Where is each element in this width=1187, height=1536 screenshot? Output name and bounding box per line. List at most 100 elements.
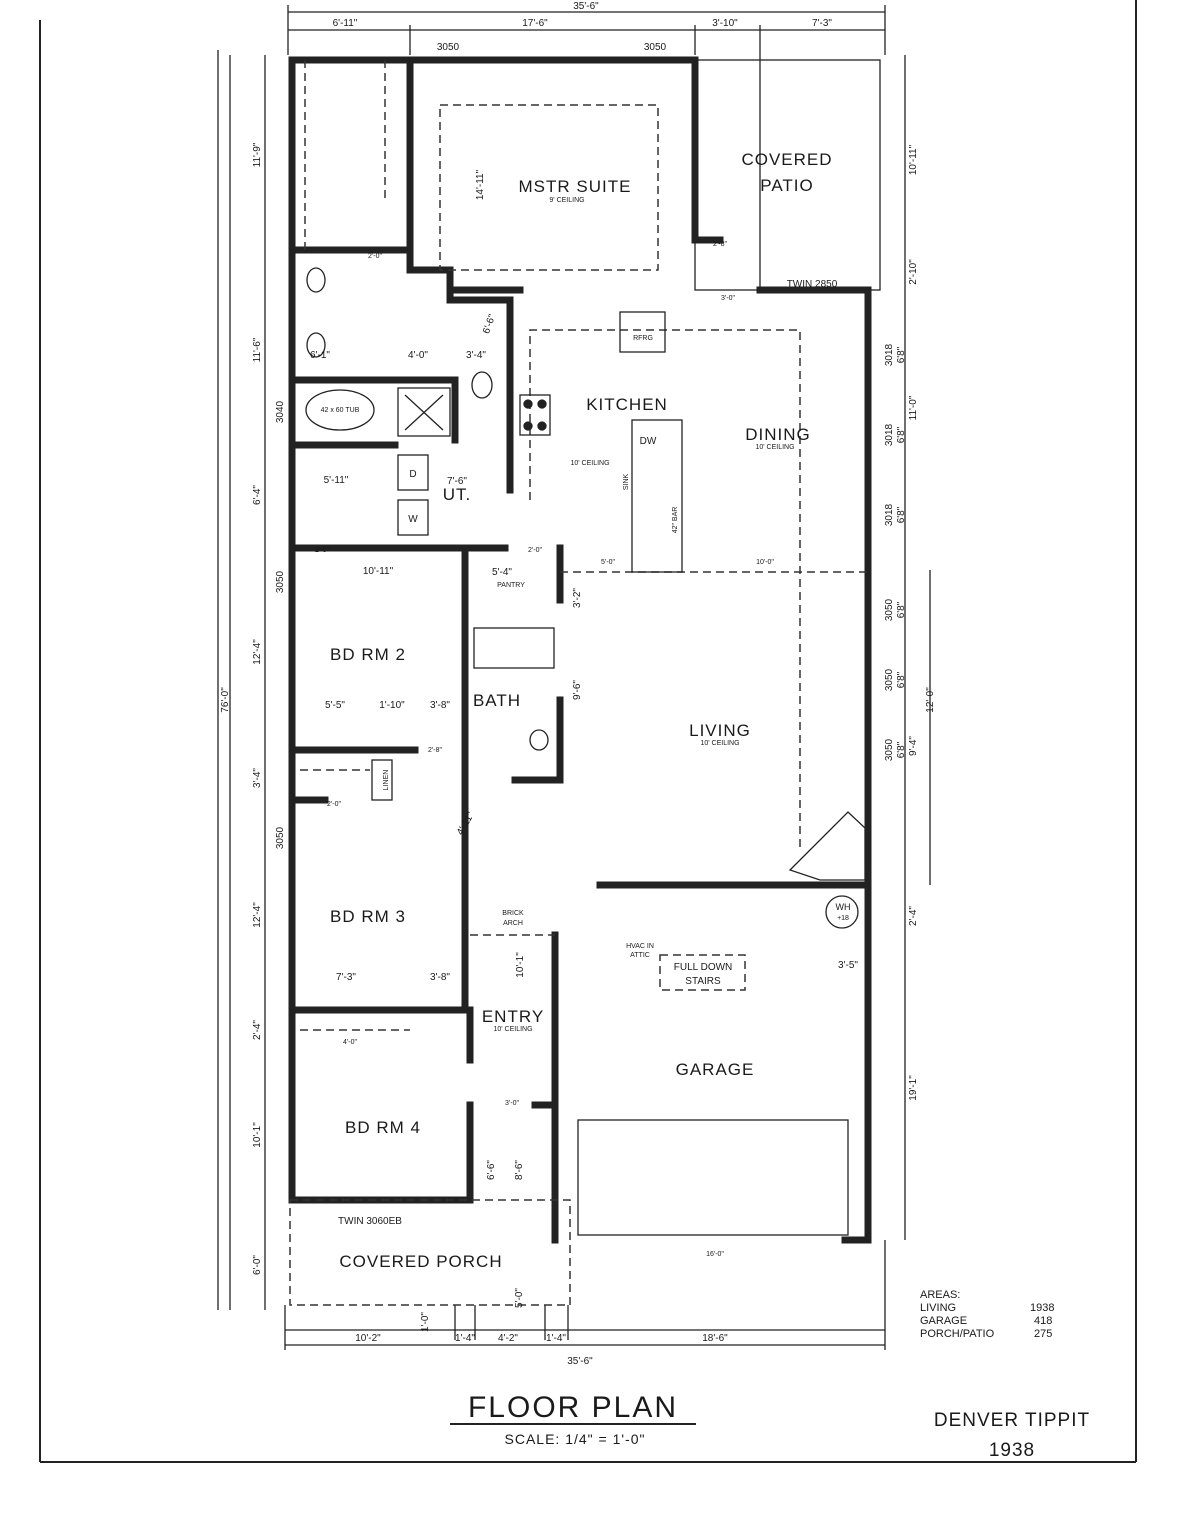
- stairs-label: FULL DOWN: [674, 962, 733, 973]
- window-label: 3050: [644, 42, 667, 53]
- window-label: 3050: [884, 668, 895, 691]
- dimension-label: 5'-11": [324, 475, 349, 486]
- dimension-label: 17'-6": [522, 18, 548, 29]
- area-value: 275: [1034, 1328, 1052, 1340]
- dryer-label: D: [409, 469, 416, 480]
- sheet-border: [39, 0, 1137, 1463]
- door-size: 2'-0": [315, 547, 329, 554]
- dimension-label: 6'-0": [252, 1255, 263, 1275]
- dimension-label: 10'-1": [252, 1122, 263, 1148]
- dimension-label: 2'-10": [908, 259, 919, 285]
- room-bath: BATH: [473, 691, 521, 710]
- window-label: 6'8": [896, 671, 907, 688]
- dimension-label: 10'-1": [515, 952, 526, 978]
- washer-label: W: [408, 514, 418, 525]
- door-size: 2'-8": [428, 747, 442, 754]
- window-label: 3050: [884, 738, 895, 761]
- areas-heading: AREAS:: [920, 1289, 960, 1301]
- dimension-label: 8'-6": [514, 1160, 525, 1180]
- area-label: PORCH/PATIO: [920, 1328, 995, 1340]
- door-size: 2'-8": [713, 241, 727, 248]
- dimension-label: 3'-8": [430, 700, 450, 711]
- dimension-label: 14'-11": [475, 169, 486, 200]
- window-label: 3050: [275, 826, 286, 849]
- dimension-label: 5'-0": [514, 1288, 525, 1308]
- plan-number: 1938: [989, 1440, 1035, 1461]
- room-utility: UT.: [443, 485, 472, 504]
- dimension-label: 1'-4": [546, 1333, 566, 1344]
- room-master-suite: MSTR SUITE: [519, 177, 632, 196]
- window-labels: 3050 3050 TWIN 2850 TWIN 3060EB 3040 305…: [275, 42, 907, 1227]
- stairs-label: STAIRS: [685, 976, 721, 987]
- dishwasher-label: DW: [640, 436, 657, 447]
- dimension-label: 19'-1": [908, 1075, 919, 1101]
- door-size: 2'-0": [368, 253, 382, 260]
- dimension-label: 5'-0": [601, 559, 615, 566]
- ceiling-note: 10' CEILING: [570, 460, 609, 467]
- window-label: 3040: [275, 400, 286, 423]
- dimension-label: 2'-4": [908, 906, 919, 926]
- dimension-label: 6'-6": [486, 1160, 497, 1180]
- window-label: 3018: [884, 343, 895, 366]
- drawing-scale: SCALE: 1/4" = 1'-0": [505, 1431, 646, 1447]
- dimension-label: 7'-3": [336, 972, 356, 983]
- dimension-label: 3'-5": [838, 960, 858, 971]
- brick-arch-label: ARCH: [503, 920, 523, 927]
- window-label: 6'8": [896, 506, 907, 523]
- water-heater-label: WH: [836, 902, 851, 912]
- dimension-label: 4'-0": [343, 1039, 357, 1046]
- dimension-label: 3'-0": [505, 1100, 519, 1107]
- dimension-label: 1'-10": [379, 700, 405, 711]
- dimension-label: 5'-5": [325, 700, 345, 711]
- room-covered-patio: PATIO: [760, 176, 814, 195]
- pantry-label: PANTRY: [497, 582, 525, 589]
- dimension-label: 3'-8": [430, 972, 450, 983]
- dimension-label: 7'-6": [447, 476, 467, 487]
- area-value: 418: [1034, 1315, 1052, 1327]
- dimension-label: 4'-0": [408, 350, 428, 361]
- brick-arch-label: BRICK: [502, 910, 524, 917]
- room-kitchen: KITCHEN: [586, 395, 668, 414]
- window-label: 6'8": [896, 741, 907, 758]
- details: [289, 59, 881, 1306]
- dimension-label: 11'-9": [252, 142, 263, 167]
- room-living: LIVING: [689, 721, 751, 740]
- room-covered-porch: COVERED PORCH: [339, 1252, 502, 1271]
- area-label: LIVING: [920, 1302, 956, 1314]
- dimension-label: 3'-2": [572, 588, 583, 608]
- linen-label: LINEN: [383, 770, 390, 791]
- dimension-label: 16'-0": [706, 1251, 724, 1258]
- room-labels: MSTR SUITE 9' CEILING COVERED PATIO KITC…: [330, 150, 832, 1271]
- dimension-lines: [229, 5, 931, 1350]
- dimension-label: 6'-4": [252, 485, 263, 505]
- dimension-label: 5'-4": [492, 567, 512, 578]
- dimension-label: 6'-6": [481, 312, 498, 335]
- window-label: TWIN 3060EB: [338, 1216, 402, 1227]
- dimension-label: 2'-4": [252, 1020, 263, 1040]
- areas-table: AREAS: LIVING 1938 GARAGE 418 PORCH/PATI…: [920, 1289, 1054, 1340]
- dimension-label: 10'-0": [756, 559, 774, 566]
- area-label: GARAGE: [920, 1315, 967, 1327]
- window-label: 6'8": [896, 601, 907, 618]
- dimension-label: 6'-1": [310, 350, 330, 361]
- window-label: 6'8": [896, 426, 907, 443]
- water-heater-label: +18: [837, 915, 849, 922]
- dimension-label: 4'-2": [498, 1333, 518, 1344]
- dimension-label: 35'-6": [567, 1356, 593, 1367]
- room-bedroom-3: BD RM 3: [330, 907, 406, 926]
- dimension-label: 9'-4": [908, 736, 919, 756]
- window-label: 3050: [437, 42, 460, 53]
- window-label: 3018: [884, 503, 895, 526]
- dimension-label: 12'-0": [925, 687, 936, 713]
- window-label: 6'8": [896, 346, 907, 363]
- window-label: 3018: [884, 423, 895, 446]
- dimension-label: 4'-11": [455, 810, 477, 837]
- room-dining: DINING: [745, 425, 811, 444]
- dimension-label: 1'-0": [420, 1312, 431, 1332]
- dimension-label: 9'-6": [572, 680, 583, 700]
- area-value: 1938: [1030, 1302, 1054, 1314]
- dimension-label: 10'-11": [363, 566, 394, 577]
- hvac-label: HVAC IN: [626, 943, 654, 950]
- ceiling-note: 10' CEILING: [700, 740, 739, 747]
- tub-label: 42 x 60 TUB: [321, 407, 360, 414]
